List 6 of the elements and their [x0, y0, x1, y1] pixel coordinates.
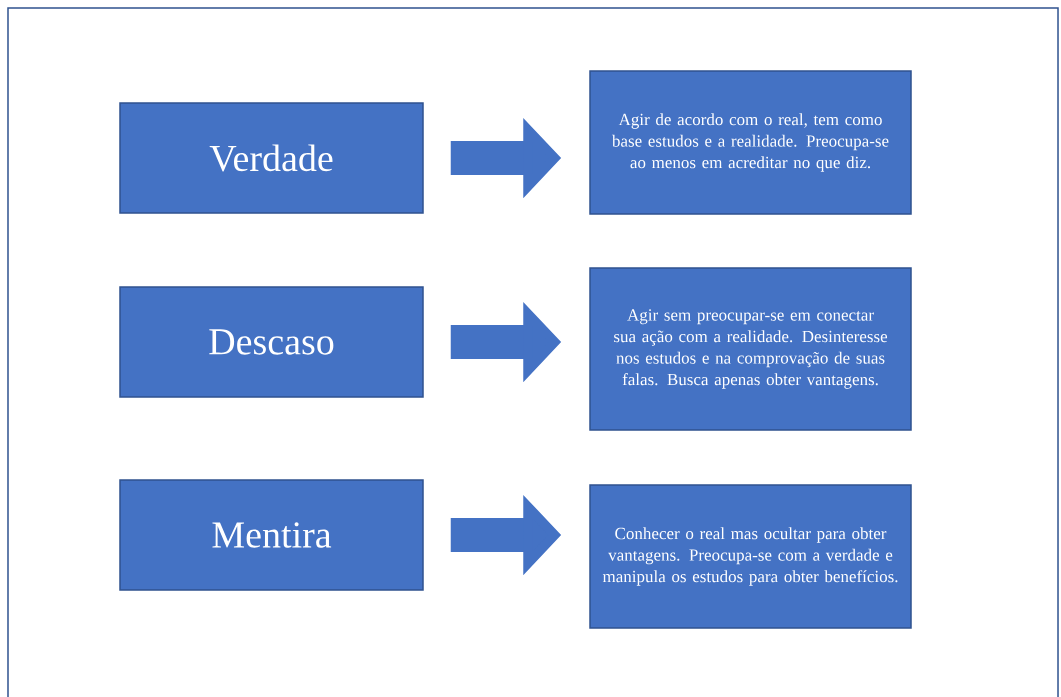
- description-box: Agir de acordo com o real, tem como base estudos e a realidade. Preocupa-se ao menos em acreditar no que diz.: [589, 70, 912, 215]
- term-box: Descaso: [119, 286, 424, 398]
- description-box: Agir sem preocupar-se em conectar sua ação com a realidade. Desinteresse nos estudos e na comprovação de suas falas. Busca apenas obter vantagens.: [589, 267, 912, 431]
- term-box: Verdade: [119, 102, 424, 214]
- term-box: Mentira: [119, 479, 424, 591]
- description-box: Conhecer o real mas ocultar para obter vantagens. Preocupa-se com a verdade e manipula os estudos para obter benefícios.: [589, 484, 912, 629]
